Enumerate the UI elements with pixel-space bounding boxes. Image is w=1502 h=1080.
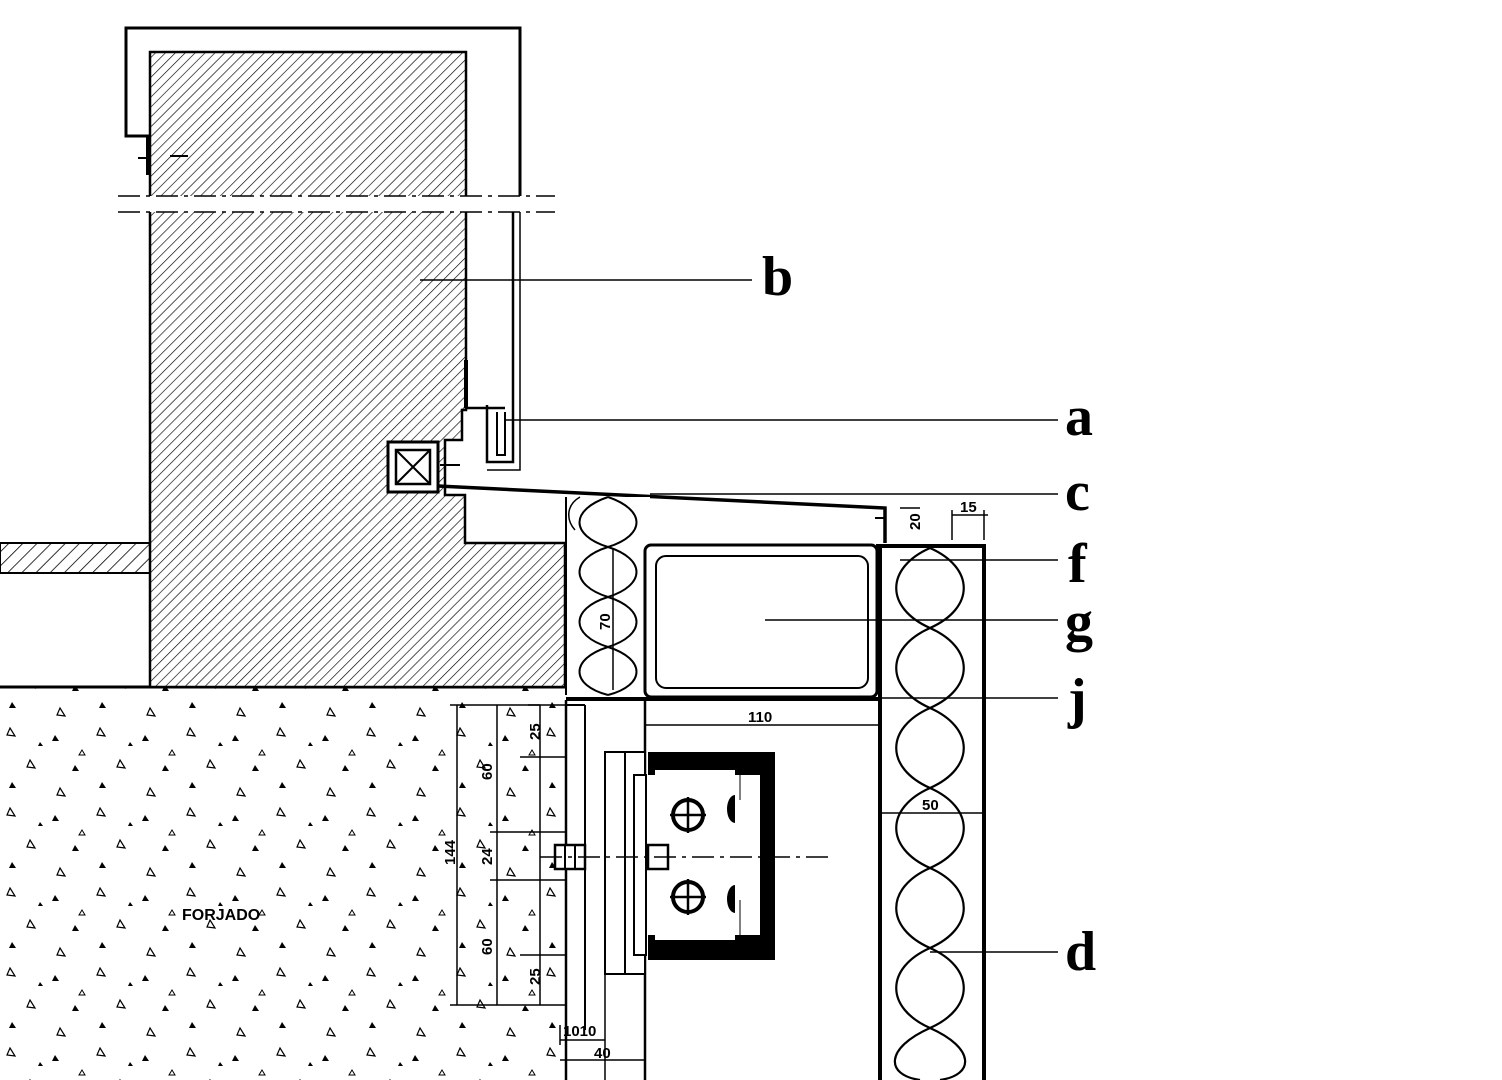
stone-block [118,50,567,689]
dimension-lines [450,507,988,1061]
callout-leaders [420,279,1058,953]
callout-g: g [1065,591,1093,653]
dim-25-top: 25 [527,723,544,740]
floor-strip [0,542,151,574]
steel-box-section [566,543,880,701]
dim-15: 15 [960,499,977,516]
callout-labels: b a c f g j d [762,246,1096,983]
callout-j: j [1067,668,1087,730]
dim-70: 70 [597,613,614,630]
dim-50: 50 [922,797,939,814]
dim-110: 110 [748,709,772,726]
dim-25-bottom: 25 [527,968,544,985]
dim-24: 24 [479,848,496,865]
dimension-texts: 15 20 70 110 50 25 60 144 24 60 25 1010 … [442,499,977,1062]
dim-60-top: 60 [479,763,496,780]
anchor-bracket [540,751,830,975]
callout-d: d [1065,921,1096,983]
callout-b: b [762,246,793,308]
slab-label: FORJADO [182,907,260,924]
insulation-left [565,496,651,696]
callout-c: c [1065,461,1090,523]
dim-10-10: 1010 [563,1023,596,1040]
dim-20: 20 [907,513,924,530]
concrete-slab: FORJADO [0,685,565,1080]
metal-coping [124,26,522,471]
dim-144: 144 [442,839,459,865]
callout-a: a [1065,386,1093,448]
callout-f: f [1068,533,1088,595]
dim-40: 40 [594,1045,611,1062]
dim-60-bottom: 60 [479,938,496,955]
sloped-flashing [437,484,887,543]
sealant-profile [386,440,460,494]
